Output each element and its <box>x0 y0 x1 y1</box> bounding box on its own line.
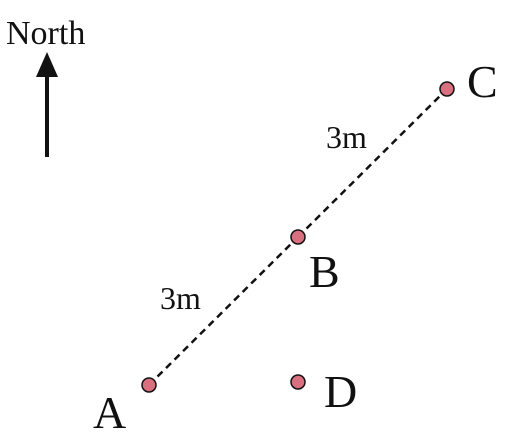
point-a-label: A <box>93 387 126 438</box>
north-label: North <box>6 15 85 52</box>
point-d-marker <box>290 374 306 390</box>
segment-bc-label: 3m <box>326 119 367 155</box>
north-indicator: North <box>6 15 85 157</box>
north-arrow-head-icon <box>36 52 58 77</box>
point-b-label: B <box>309 246 340 297</box>
point-c-marker <box>439 81 455 97</box>
point-b-marker <box>290 229 306 245</box>
point-a-marker <box>141 377 157 393</box>
segment-bc-line <box>297 88 448 238</box>
point-c-label: C <box>467 56 498 107</box>
segment-ab-label: 3m <box>160 280 201 316</box>
point-d-label: D <box>324 366 357 417</box>
